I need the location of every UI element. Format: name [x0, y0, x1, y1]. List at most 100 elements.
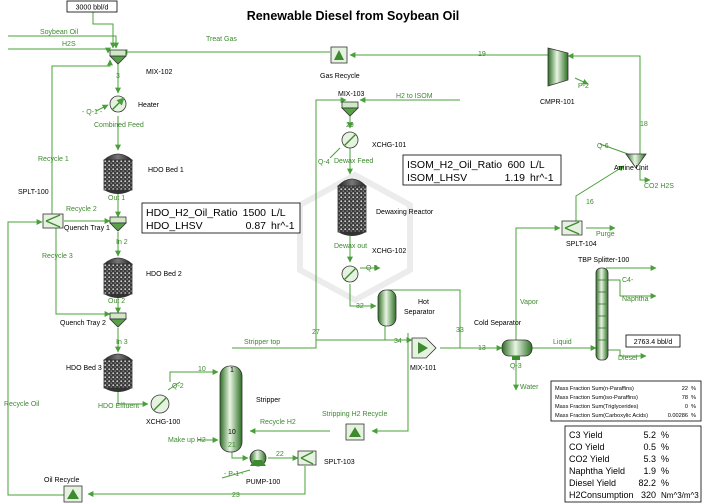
gas-recycle-unit[interactable] [330, 46, 348, 64]
label-cold-separator: Cold Separator [474, 320, 522, 327]
yield-5-unit: Nm^3/m^3 [661, 491, 699, 500]
mix-101[interactable] [411, 337, 437, 359]
hdo-param-0-unit: L/L [271, 207, 286, 219]
label-amine-unit: Amine Unit [614, 165, 648, 172]
hdo-param-0-value: 1500 [243, 207, 267, 219]
stream-lines [7, 12, 657, 497]
quench-tray-1[interactable] [109, 216, 127, 232]
tbp-splitter-column[interactable] [595, 267, 609, 361]
dewaxing-reactor[interactable] [337, 178, 367, 236]
hot-separator[interactable] [377, 289, 397, 327]
label-liquid: Liquid [553, 339, 572, 346]
label-water: Water [520, 384, 539, 391]
label-purge: Purge [596, 231, 615, 238]
label-splt-104: SPLT-104 [566, 241, 597, 248]
label-q3: Q-3 [510, 363, 522, 370]
label-stream-23: 23 [232, 492, 240, 499]
xchg-101[interactable] [341, 131, 359, 149]
label-recycle-oil: Recycle Oil [4, 401, 40, 408]
splt-100[interactable] [42, 213, 64, 229]
stream-18-line [567, 53, 641, 155]
xchg-102[interactable] [341, 265, 359, 283]
stream-16-line [575, 165, 625, 222]
mass-fraction-table: Mass Fraction Sum(n-Paraffins) 22 % Mass… [550, 380, 702, 422]
hdo-param-0-name: HDO_H2_Oil_Ratio [146, 207, 238, 219]
yield-1-unit: % [661, 442, 669, 452]
yield-2-label: CO2 Yield [569, 454, 610, 464]
label-cmpr-101: CMPR-101 [540, 99, 575, 106]
yield-3-value: 1.9 [643, 466, 656, 476]
splt-104[interactable] [561, 220, 583, 236]
label-recycle2: Recycle 2 [66, 206, 97, 213]
label-q4: Q-4 [318, 159, 330, 166]
feed-rate-box[interactable]: 3000 bbl/d [66, 0, 118, 13]
hdo-bed-2[interactable] [102, 257, 134, 298]
label-mix-103: MIX-103 [338, 91, 365, 98]
label-stream-1: 1 [230, 367, 234, 374]
p1-line [221, 469, 251, 479]
label-in3: In 3 [116, 339, 128, 346]
label-dewax-out: Dewax out [334, 243, 367, 250]
stripping-h2-recycle-unit[interactable] [345, 423, 365, 441]
label-xchg-101: XCHG-101 [372, 142, 406, 149]
label-stream-18: 18 [640, 121, 648, 128]
yield-3-unit: % [661, 466, 669, 476]
q1-line [95, 104, 109, 112]
label-stream-32: 32 [356, 303, 364, 310]
yield-0-value: 5.2 [643, 430, 656, 440]
label-stripping-h2-recycle: Stripping H2 Recycle [322, 411, 387, 418]
hdo-bed-1[interactable] [102, 153, 134, 194]
label-stream-13: 13 [478, 345, 486, 352]
label-mix-102: MIX-102 [146, 69, 173, 76]
feed-line [92, 12, 116, 49]
oil-recycle-unit[interactable] [63, 485, 83, 503]
mix-102[interactable] [109, 49, 127, 65]
label-oil-recycle: Oil Recycle [44, 477, 80, 484]
mass-fraction-3-unit: % [691, 413, 696, 419]
label-stream-19: 19 [478, 51, 486, 58]
vapor-line [515, 225, 561, 340]
mass-fraction-1-label: Mass Fraction Sum(iso-Paraffins) [555, 395, 638, 401]
stripper-column[interactable] [219, 365, 243, 453]
label-stream-22: 22 [276, 451, 284, 458]
yield-5-value: 320 [641, 490, 656, 500]
label-gas-recycle: Gas Recycle [320, 73, 360, 80]
label-xchg-100: XCHG-100 [146, 419, 180, 426]
label-q6: Q-6 [597, 143, 609, 150]
hdo-bed-3[interactable] [102, 353, 134, 392]
mix-103[interactable] [341, 101, 359, 117]
hdo-effluent-line [117, 390, 149, 407]
cold-separator[interactable] [501, 339, 533, 360]
stripping-h2-recycle-line [371, 333, 409, 434]
isom-param-1-value: 1.19 [505, 172, 526, 184]
stream-10-line [169, 369, 219, 382]
cmpr-101[interactable] [547, 47, 569, 87]
mass-fraction-0-label: Mass Fraction Sum(n-Paraffins) [555, 386, 634, 392]
heater[interactable] [109, 95, 127, 113]
stream-33-line [388, 289, 461, 348]
p2-line [574, 77, 589, 85]
quench-tray-2[interactable] [109, 312, 127, 328]
label-c4: C4- [622, 277, 634, 284]
label-heater: Heater [138, 102, 160, 109]
pump-100[interactable] [249, 449, 267, 467]
mass-fraction-2-value: 0 [685, 404, 688, 410]
amine-unit[interactable] [625, 153, 647, 169]
diesel-rate-box[interactable]: 2763.4 bbl/d [625, 334, 681, 348]
xchg-100[interactable] [150, 394, 170, 414]
hdo-param-1-name: HDO_LHSV [146, 220, 203, 232]
label-hdo-effluent: HDO Effluent [98, 403, 139, 410]
yield-0-label: C3 Yield [569, 430, 603, 440]
isom-param-0-unit: L/L [530, 159, 545, 171]
recycle3-line [55, 228, 111, 317]
label-out1: Out 1 [108, 195, 125, 202]
soybean-oil-line [8, 35, 119, 49]
yield-4-label: Diesel Yield [569, 478, 616, 488]
splt-103[interactable] [297, 450, 317, 466]
label-hdo-bed-2: HDO Bed 2 [146, 271, 182, 278]
yield-4-unit: % [661, 478, 669, 488]
label-q1: - Q-1 - [82, 109, 103, 116]
yield-5-label: H2Consumption [569, 490, 634, 500]
stream-21-line [231, 452, 249, 461]
q2-line [167, 381, 181, 391]
